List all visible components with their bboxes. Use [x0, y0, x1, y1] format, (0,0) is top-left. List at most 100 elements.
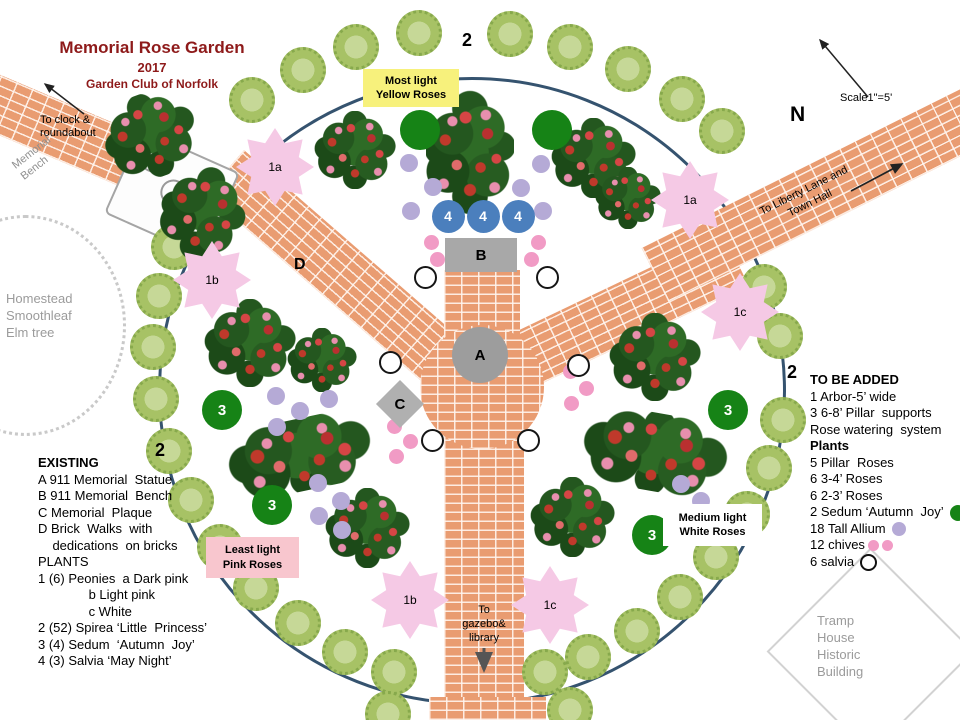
- allium-dot-icon: [291, 402, 309, 420]
- legend-line-text: 6 3-4’ Roses: [810, 471, 883, 486]
- spirea-shrub-icon: [146, 428, 192, 474]
- spirea-shrub-icon: [371, 649, 417, 695]
- chive-dot-icon: [388, 448, 404, 464]
- spirea-shrub-icon: [565, 634, 611, 680]
- chive-dot-icon: [523, 251, 539, 267]
- monument-memorial-bench-b: B: [445, 238, 517, 272]
- salvia-dot-icon: [420, 428, 444, 452]
- spirea-shrub-icon: [746, 445, 792, 491]
- legend-line: C Memorial Plaque: [38, 504, 153, 520]
- allium-dot-icon: [532, 155, 550, 173]
- site-label-elm-tree: Homestead Smoothleaf Elm tree: [6, 291, 73, 340]
- legend-line: Plants: [810, 438, 960, 455]
- rose-bush-icon: [426, 89, 514, 215]
- sedum-dot-icon: [400, 110, 440, 150]
- allium-dot-icon: [512, 179, 530, 197]
- direction-clock-roundabout: To clock & roundabout: [40, 114, 96, 140]
- spirea-shrub-icon: [657, 574, 703, 620]
- rose-bush-icon: [287, 328, 357, 392]
- legend-line-text: 6 salvia: [810, 553, 855, 569]
- chive-dot-icon: [578, 380, 594, 396]
- chive-legend-dot-icon: [881, 540, 893, 552]
- spirea-marker-2: 2: [786, 361, 797, 382]
- brick-path-bottom-edge: [429, 697, 546, 720]
- legend-line-text: 2 Sedum ‘Autumn Joy’: [810, 504, 944, 519]
- legend-line-text: 1 Arbor-5’ wide: [810, 388, 897, 404]
- spirea-shrub-icon: [130, 324, 176, 370]
- legend-line: 2 Sedum ‘Autumn Joy’: [810, 504, 960, 521]
- page-title: Memorial Rose Garden 2017 Garden Club of…: [48, 38, 256, 91]
- chive-dot-icon: [563, 395, 579, 411]
- north-label: N: [790, 103, 806, 126]
- north-arrow-icon: [819, 38, 869, 98]
- rose-bush-icon: [609, 313, 701, 401]
- spirea-shrub-icon: [547, 24, 593, 70]
- spirea-shrub-icon: [333, 24, 379, 70]
- legend-line: D Brick Walks with: [38, 521, 153, 536]
- sedum-dot-icon: [532, 110, 572, 150]
- peony-marker-1b: 1b: [173, 241, 251, 319]
- site-label-tramp-house: Tramp House Historic Building: [817, 613, 864, 679]
- spirea-shrub-icon: [168, 477, 214, 523]
- spirea-shrub-icon: [133, 376, 179, 422]
- spirea-shrub-icon: [547, 687, 593, 720]
- zone-label-white-roses: Medium light White Roses: [663, 504, 762, 546]
- legend-line-text: 6 2-3’ Roses: [810, 487, 883, 503]
- spirea-shrub-icon: [760, 397, 806, 443]
- salvia-dot-icon: [535, 265, 559, 289]
- spirea-shrub-icon: [280, 47, 326, 93]
- spirea-shrub-icon: [229, 77, 275, 123]
- zone-label-pink-roses: Least light Pink Roses: [206, 537, 299, 578]
- allium-dot-icon: [424, 178, 442, 196]
- spirea-shrub-icon: [396, 10, 442, 56]
- legend-line: 1 (6) Peonies a Dark pink: [38, 570, 189, 586]
- spirea-shrub-icon: [699, 108, 745, 154]
- legend-line: 6 3-4’ Roses: [810, 471, 960, 488]
- tramp-house-outline-icon: [766, 547, 960, 720]
- sedum-marker-3: 3: [202, 390, 242, 430]
- spirea-shrub-icon: [322, 629, 368, 675]
- monument-memorial-statue-a: A: [452, 327, 508, 383]
- peony-marker-1a: 1a: [651, 161, 729, 239]
- rose-bush-icon: [204, 299, 296, 387]
- allium-dot-icon: [332, 492, 350, 510]
- salvia-dot-icon: [516, 428, 540, 452]
- chive-dot-icon: [429, 251, 445, 267]
- legend-line: 6 2-3’ Roses: [810, 488, 960, 505]
- rose-bush-icon: [314, 111, 396, 189]
- legend-line: PLANTS: [38, 554, 89, 569]
- legend-line-text: 12 chives: [810, 537, 865, 553]
- legend-added-heading: TO BE ADDED: [810, 372, 899, 387]
- spirea-marker-2: 2: [461, 29, 472, 50]
- peony-marker-1a: 1a: [236, 128, 314, 206]
- title-year: 2017: [137, 60, 167, 75]
- monument-label: C: [394, 395, 406, 413]
- chive-legend-dot-icon: [867, 540, 879, 552]
- legend-line: A 911 Memorial Statue: [38, 471, 173, 487]
- allium-dot-icon: [402, 202, 420, 220]
- rose-bush-icon: [529, 477, 615, 557]
- legend-line-text: 18 Tall Allium: [810, 520, 886, 536]
- spirea-shrub-icon: [605, 46, 651, 92]
- allium-dot-icon: [534, 202, 552, 220]
- rose-bush-icon: [595, 167, 661, 229]
- spirea-shrub-icon: [487, 11, 533, 57]
- legend-line: 3 6-8’ Pillar supports: [810, 405, 960, 422]
- salvia-dot-icon: [378, 350, 402, 374]
- spirea-shrub-icon: [659, 76, 705, 122]
- salvia-dot-icon: [566, 353, 590, 377]
- legend-line: 6 salvia: [810, 554, 960, 571]
- legend-line: 5 Pillar Roses: [810, 455, 960, 472]
- legend-line-text: Rose watering system: [810, 421, 942, 437]
- legend-line: dedications on bricks: [38, 537, 178, 553]
- sedum-legend-dot-icon: [949, 504, 960, 521]
- allium-dot-icon: [400, 154, 418, 172]
- legend-line: 2 (52) Spirea ‘Little Princess’: [38, 620, 208, 635]
- legend-line: 18 Tall Allium: [810, 521, 960, 538]
- spirea-shrub-icon: [522, 649, 568, 695]
- legend-line: Rose watering system: [810, 422, 960, 439]
- legend-line: 4 (3) Salvia ‘May Night’: [38, 653, 172, 668]
